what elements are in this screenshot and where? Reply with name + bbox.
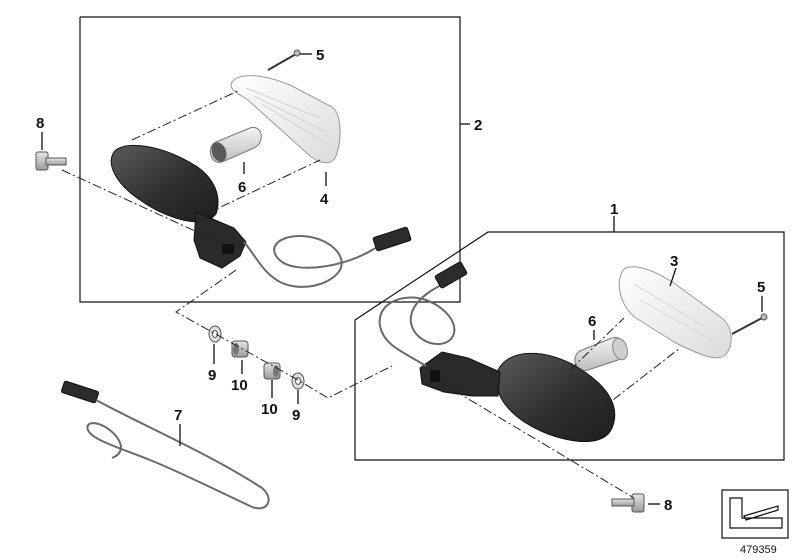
bolt-8-right <box>611 493 645 513</box>
bulb-left <box>209 126 262 163</box>
callout-leaders <box>41 53 763 505</box>
callout-1: 1 <box>610 201 618 218</box>
callout-9-right: 9 <box>292 407 300 424</box>
callout-8-left: 8 <box>36 115 44 132</box>
screw-5-left <box>267 49 301 71</box>
assembly-lines <box>61 89 681 499</box>
arrow-icon <box>729 497 783 529</box>
indicator-housing-left <box>110 144 247 269</box>
reference-badge: 479359 <box>721 489 789 556</box>
callout-3: 3 <box>670 253 678 270</box>
callout-10-upper: 10 <box>231 377 248 394</box>
callout-9-left: 9 <box>208 367 216 384</box>
group-frame-2 <box>79 16 461 303</box>
callout-2: 2 <box>474 117 482 134</box>
bulb-right <box>574 337 628 371</box>
washer-9-upper <box>208 325 222 343</box>
bolt-8-left <box>35 151 67 171</box>
connector-left <box>372 226 412 252</box>
callout-5-left: 5 <box>316 47 324 64</box>
lens-left <box>230 75 341 164</box>
callout-8-right: 8 <box>664 497 672 514</box>
lens-right <box>618 266 732 359</box>
callout-7: 7 <box>174 407 182 424</box>
washer-9-lower <box>291 372 305 390</box>
reference-number: 479359 <box>740 544 777 556</box>
callout-6-left: 6 <box>238 179 246 196</box>
callout-5-right: 5 <box>757 279 765 296</box>
group-frame-1 <box>354 231 785 461</box>
indicator-housing-right <box>419 351 616 443</box>
screw-5-right <box>731 313 768 335</box>
callout-4: 4 <box>320 191 329 208</box>
spacer-10-upper <box>231 340 249 358</box>
wire-harness-7 <box>61 380 270 510</box>
cable-right <box>378 279 456 367</box>
spacer-10-lower <box>263 362 281 380</box>
cable-left <box>243 234 395 288</box>
callout-10-lower: 10 <box>261 401 278 418</box>
callout-6-right: 6 <box>588 313 596 330</box>
connector-right <box>434 261 468 289</box>
